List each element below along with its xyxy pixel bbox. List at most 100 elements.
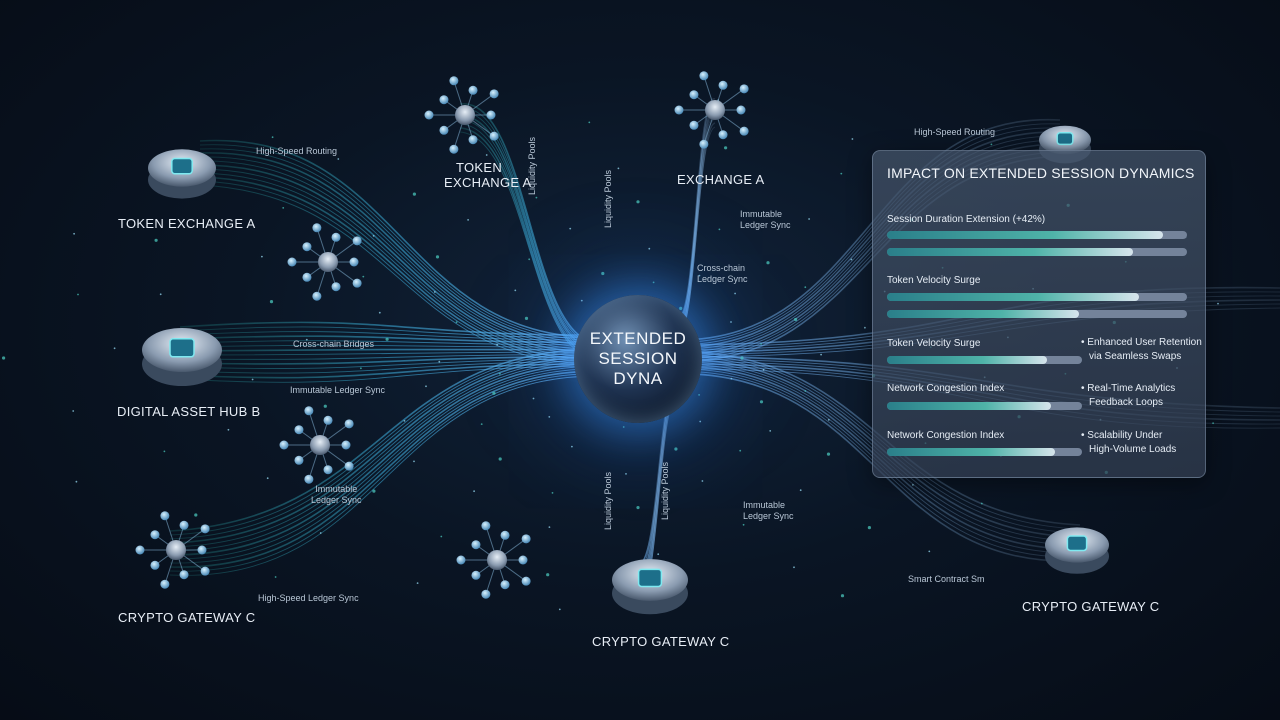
caption-line: Immutable [743, 500, 786, 510]
flow-line [179, 335, 599, 344]
core-title-line1: EXTENDED [589, 329, 687, 348]
node-label-token-exchange-top: TOKEN EXCHANGE A [444, 160, 531, 190]
sparkle-dot [820, 353, 822, 356]
flow-line [677, 131, 1061, 348]
sparkle-dot [372, 235, 375, 237]
metric-bar-session-duration-b [887, 248, 1187, 256]
bullet-line: High-Volume Loads [1089, 444, 1177, 455]
flow-line [677, 135, 1061, 351]
flow-line [199, 148, 599, 343]
flow-line [677, 123, 1061, 343]
flow-line [169, 370, 599, 568]
bar-fill [887, 448, 1055, 456]
sparkle-dot [72, 410, 75, 412]
sparkle-dot [1217, 302, 1219, 305]
sparkle-dot [980, 502, 983, 505]
bar-fill [887, 402, 1051, 410]
sparkle-dot [467, 219, 469, 221]
metric-label-network-congestion-2: Network Congestion Index [887, 430, 1005, 441]
central-session-orb: EXTENDED SESSION DYNA [574, 295, 702, 423]
sparkle-dot [808, 218, 810, 220]
sparkle-dot [698, 274, 701, 277]
caption-high-speed-routing-right: High-Speed Routing [914, 127, 996, 137]
panel-bullet-retention: • Enhanced User Retention via Seamless S… [1081, 336, 1202, 364]
flow-line [179, 340, 599, 346]
node-label-digital-asset-hub: DIGITAL ASSET HUB B [117, 404, 261, 419]
cluster-token-exchange-top [424, 76, 499, 154]
sparkle-dot [551, 492, 554, 494]
sparkle-dot [159, 293, 162, 296]
sparkle-dot [826, 452, 831, 456]
bullet-line: • Enhanced User Retention [1081, 337, 1202, 348]
sparkle-dot [766, 261, 770, 265]
sparkle-dot [648, 247, 651, 250]
flow-line [459, 119, 599, 353]
hub-nodes [135, 71, 1109, 615]
sparkle-dot [77, 293, 79, 296]
flow-line [169, 375, 599, 576]
sparkle-dot [804, 390, 807, 392]
sparkle-dot [730, 321, 732, 323]
sparkle-dot [674, 447, 678, 451]
sparkle-dot [625, 473, 627, 475]
sparkle-dot [485, 154, 488, 156]
sparkle-dot [413, 460, 415, 463]
caption-immutable-ledger-top: Immutable Ledger Sync [740, 209, 791, 231]
sparkle-dot [403, 420, 406, 422]
caption-line: Cross-chain [697, 263, 746, 273]
caption-liquidity-pools-top-b: Liquidity Pools [603, 169, 613, 228]
sparkle-dot [499, 372, 501, 375]
panel-title: IMPACT ON EXTENDED SESSION DYNAMICS [887, 165, 1195, 181]
bullet-line: via Seamless Swaps [1089, 351, 1182, 362]
sparkle-dot [546, 573, 550, 577]
sparkle-dot [734, 292, 736, 295]
caption-cross-chain-bridges: Cross-chain Bridges [293, 339, 375, 349]
flow-line [459, 103, 599, 344]
sparkle-dot [323, 404, 327, 408]
sparkle-dot [742, 523, 745, 526]
bar-fill [887, 231, 1163, 239]
hub-crypto-gateway-center [612, 559, 688, 615]
sparkle-dot [416, 582, 419, 584]
flow-line [179, 321, 599, 336]
node-label-line: TOKEN [455, 160, 503, 175]
sparkle-dot [793, 566, 795, 569]
flow-line [179, 344, 599, 348]
sparkle-dot [378, 311, 381, 314]
caption-line: Immutable [740, 209, 783, 219]
sparkle-dot [532, 397, 535, 400]
flow-line [677, 127, 1061, 346]
flow-line [459, 107, 599, 346]
cluster-bottom-left [456, 521, 531, 599]
sparkle-dot [657, 553, 660, 556]
metric-bar-network-congestion-2 [887, 448, 1082, 456]
sparkle-dot [827, 419, 830, 421]
sparkle-dot [760, 343, 762, 345]
sparkle-dot [617, 167, 620, 170]
bar-fill [887, 293, 1139, 301]
sparkle-dot [251, 378, 254, 381]
sparkle-dot [558, 608, 561, 611]
node-label-crypto-gateway-right: CRYPTO GATEWAY C [1022, 599, 1160, 614]
sparkle-dot [864, 326, 866, 329]
panel-bullet-scalability: • Scalability Under High-Volume Loads [1081, 429, 1176, 457]
caption-liquidity-pools-bottom-a: Liquidity Pools [603, 471, 613, 530]
sparkle-dot [473, 490, 475, 493]
sparkle-dot [867, 526, 872, 530]
flow-line [169, 368, 599, 564]
sparkle-dot [548, 526, 551, 528]
flow-line [459, 127, 599, 358]
sparkle-dot [438, 360, 441, 363]
bar-fill [887, 356, 1047, 364]
sparkle-dot [569, 227, 572, 230]
hub-digital-asset-hub [142, 328, 222, 386]
sparkle-dot [769, 430, 772, 432]
sparkle-dot [679, 306, 683, 310]
flow-line [179, 365, 599, 383]
sparkle-dot [701, 480, 704, 482]
impact-panel: IMPACT ON EXTENDED SESSION DYNAMICS Sess… [872, 150, 1206, 478]
sparkle-dot [729, 181, 731, 184]
sparkle-dot [337, 158, 340, 160]
bar-fill [887, 310, 1079, 318]
sparkle-dot [75, 480, 78, 483]
